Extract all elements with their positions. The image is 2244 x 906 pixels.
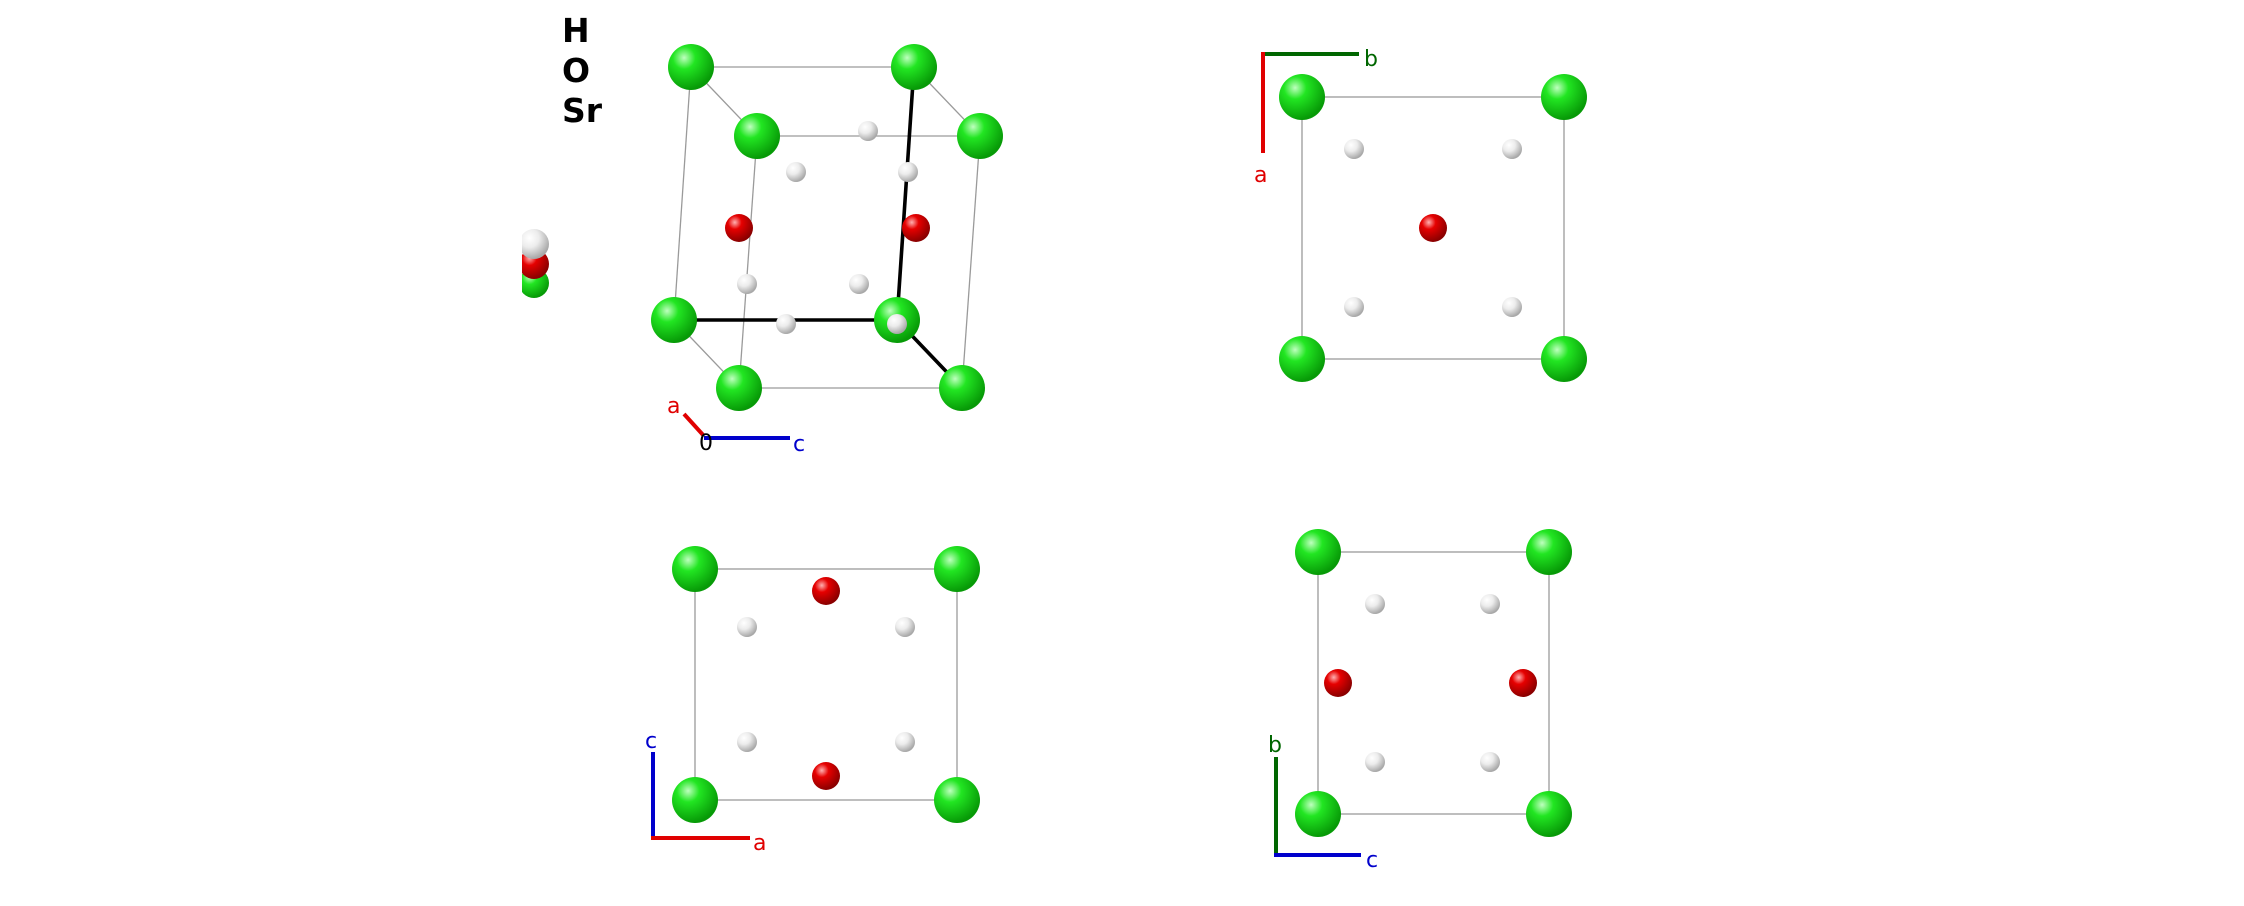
sr-atom [1526,791,1572,837]
view-along-b: c a [645,546,980,856]
axis-a-label: a [667,394,680,419]
axis-c-label: c [793,432,805,457]
sr-atom [1295,791,1341,837]
element-legend: H O Sr [500,11,603,310]
axis-b-label: b [1364,47,1378,72]
perspective-view: a 0 c [651,44,1003,457]
h-atom [776,314,796,334]
sr-atom [1279,74,1325,120]
axis-a-label: a [753,831,766,856]
h-atom [737,732,757,752]
sr-atom [734,113,780,159]
h-atom [1480,594,1500,614]
legend-h-sphere [519,229,549,259]
origin-label: 0 [699,431,713,456]
sr-atom [934,777,980,823]
unit-cell-edges [1317,551,1550,815]
h-atom [1344,139,1364,159]
sr-atom [1526,529,1572,575]
unit-cell-edges [694,568,958,801]
view-along-c: b a [1254,47,1587,382]
legend-label-o: O [562,51,590,90]
sr-atom [672,777,718,823]
h-atom [737,274,757,294]
o-atom [812,577,840,605]
axes-indicator: a 0 c [667,394,805,457]
axis-c-label: c [1366,848,1378,873]
h-atom [898,162,918,182]
o-atom [1419,214,1447,242]
sr-atom [668,44,714,90]
h-atom [786,162,806,182]
sr-atom [651,297,697,343]
h-atom [737,617,757,637]
h-atom [849,274,869,294]
sr-atom [891,44,937,90]
o-atom [812,762,840,790]
h-atom [1502,297,1522,317]
h-atom [1365,594,1385,614]
h-atom [1480,752,1500,772]
axis-b-label: b [1268,733,1282,758]
legend-clip [500,220,522,310]
o-atom [902,214,930,242]
sr-atom [957,113,1003,159]
h-atom [1365,752,1385,772]
axes-indicator: b c [1268,733,1378,873]
h-atom [858,121,878,141]
axes-indicator: b a [1254,47,1378,188]
sr-atom [1295,529,1341,575]
h-atom [1344,297,1364,317]
o-atom [1509,669,1537,697]
unit-cell-edges [673,66,981,389]
sr-atom [672,546,718,592]
axes-indicator: c a [645,729,766,856]
o-atom [1324,669,1352,697]
h-atom [887,314,907,334]
axis-a-line [682,412,706,438]
sr-atom [1279,336,1325,382]
o-atom [725,214,753,242]
axis-c-label: c [645,729,657,754]
view-along-a: b c [1268,529,1572,873]
legend-label-h: H [562,11,590,50]
sr-atom [716,365,762,411]
sr-atom [934,546,980,592]
bond [895,65,916,322]
h-atom [895,732,915,752]
unit-cell-edges [1301,96,1565,360]
sr-atom [1541,74,1587,120]
sr-atom [939,365,985,411]
legend-label-sr: Sr [562,91,603,130]
h-atom [895,617,915,637]
sr-atom [1541,336,1587,382]
h-atom [1502,139,1522,159]
axis-a-label: a [1254,163,1267,188]
